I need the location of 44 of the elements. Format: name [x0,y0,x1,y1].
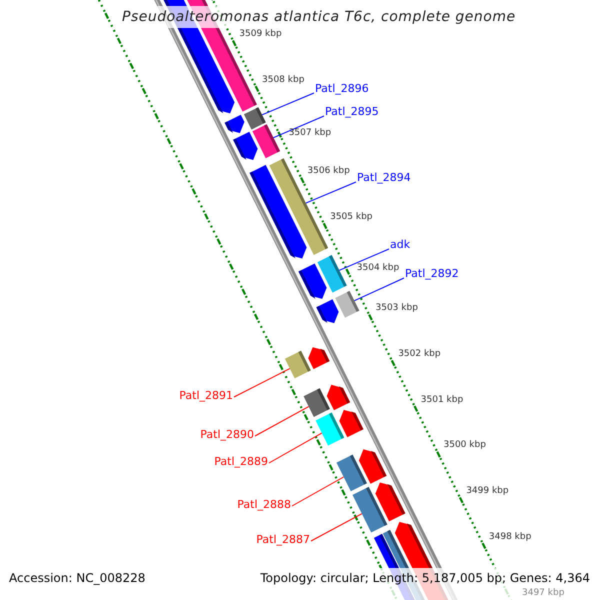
gene-bar [269,158,328,255]
genome-info-text: Topology: circular; Length: 5,187,005 bp; Genes: 4,364 [260,572,590,584]
leader-line [292,476,344,506]
scale-label: 3504 kbp [356,264,400,273]
scale-label: 3498 kbp [488,532,532,542]
gene-bar [252,124,280,158]
accession-text: Accession: NC_008228 [9,572,146,584]
scale-label: 3499 kbp [466,487,509,496]
scale-label: 3509 kbp [239,30,282,40]
gene-label: adk [390,239,410,250]
scale-label: 3508 kbp [262,76,304,85]
leader-line [234,368,290,398]
scale-label: 3500 kbp [444,441,486,450]
gene-bar [284,350,311,378]
leader-line [338,248,390,271]
gene-bar [304,388,330,417]
gene-label: Patl_2892 [405,268,459,279]
scale-label: 3502 kbp [398,350,441,359]
gene-label: Patl_2895 [325,106,379,117]
gene-label: Patl_2888 [237,499,291,510]
gene-bar [244,107,266,130]
scale-label: 3506 kbp [307,167,350,176]
gene-label: Patl_2894 [357,172,411,183]
leader-line [268,432,322,464]
gene-label: Patl_2889 [214,456,268,467]
scale-label: 3501 kbp [420,396,464,405]
leader-line [262,92,314,116]
gene-bar [316,412,344,446]
gene-label: Patl_2896 [315,83,369,94]
scale-label: 3497 kbp [522,589,564,598]
gene-bar [317,255,347,293]
gene-bar [335,290,360,318]
gene-label: Patl_2891 [179,390,233,401]
leader-line [272,116,324,138]
leader-line [354,278,404,302]
leader-line [310,513,362,542]
gene-label: Patl_2890 [200,429,254,440]
gene-bar [336,454,367,492]
gene-bar [352,486,388,532]
gene-label: Patl_2887 [256,534,310,545]
leader-line [305,182,356,204]
scale-label: 3503 kbp [376,304,418,314]
leader-line [254,406,310,436]
scale-label: 3507 kbp [288,128,332,138]
